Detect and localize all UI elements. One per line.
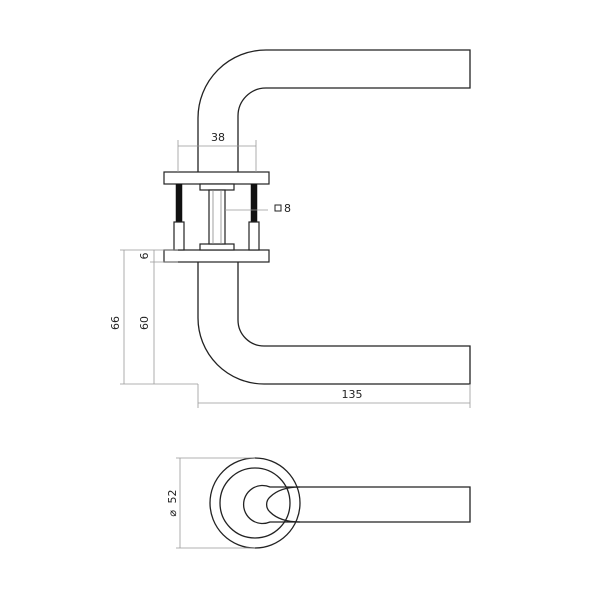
dimension-rose-width: 38 — [177, 131, 257, 172]
dimension-spindle-square: 8 — [225, 202, 291, 215]
upper-lever-outline — [197, 49, 471, 172]
height-axis-label: 60 — [138, 316, 151, 330]
rose-assembly — [163, 171, 270, 263]
lower-lever-outline — [197, 262, 471, 385]
dimension-heights: 66 6 60 — [109, 249, 198, 385]
left-screw-sleeve — [173, 221, 185, 251]
bottom-rose-plate — [163, 249, 270, 263]
rose-inner-circle — [219, 467, 291, 539]
spindle — [208, 189, 226, 245]
rose-thickness-label: 6 — [138, 253, 151, 260]
rose-outer-circle — [209, 457, 301, 549]
rose-diameter-label: ⌀ 52 — [166, 489, 179, 516]
spindle-square-label: 8 — [284, 202, 291, 215]
left-screw-thread — [175, 183, 183, 223]
right-screw-thread — [250, 183, 258, 223]
bottom-collar — [199, 243, 235, 251]
top-collar — [199, 183, 235, 191]
diameter-symbol-icon: ⌀ — [166, 510, 179, 517]
lever-top-view-outline — [243, 484, 471, 525]
square-symbol-icon — [274, 204, 282, 212]
height-total-label: 66 — [109, 316, 122, 330]
lever-top-view-inner — [266, 486, 301, 523]
projection-label: 135 — [342, 388, 363, 401]
dimension-projection: 135 — [197, 384, 471, 408]
right-screw-sleeve — [248, 221, 260, 251]
lever-handle-side-view — [197, 49, 471, 385]
top-view: ⌀ 52 — [166, 457, 471, 549]
top-rose-plate — [163, 171, 270, 185]
rose-width-label: 38 — [211, 131, 225, 144]
